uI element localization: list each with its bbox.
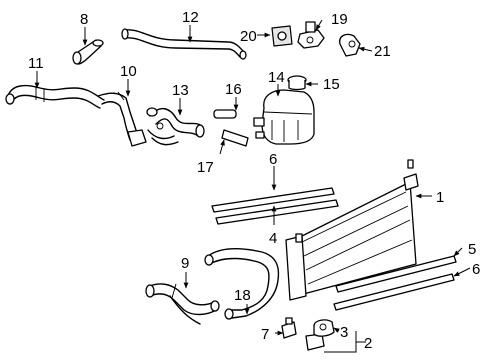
callout-8: 8: [80, 11, 88, 28]
water-outlet-21: [339, 33, 361, 57]
long-hose-18: [204, 248, 280, 320]
callout-16: 16: [225, 81, 242, 98]
upper-seal-6: [211, 187, 335, 213]
callout-6-lower: 6: [472, 261, 480, 278]
callout-13: 13: [172, 82, 189, 99]
small-hose-17: [221, 129, 249, 147]
gasket-20: [271, 25, 293, 47]
callout-labels: 1 2 3 4 5 6 6 7 8 9 10 11 12 13 14 15 16…: [28, 9, 480, 352]
callout-20: 20: [240, 28, 257, 45]
lower-seal-6: [333, 273, 455, 311]
callout-18: 18: [234, 287, 251, 304]
upper-hose-12: [121, 28, 247, 60]
thermostat-housing-19: [297, 21, 325, 49]
drain-plug-7: [281, 317, 297, 339]
callout-7: 7: [261, 326, 269, 343]
callout-6-upper: 6: [269, 151, 277, 168]
callout-9: 9: [181, 255, 189, 272]
callout-11: 11: [28, 55, 44, 72]
callout-14: 14: [268, 69, 285, 86]
callout-5: 5: [468, 241, 476, 258]
coolant-pipe-10: [97, 91, 147, 147]
lower-hose-9: [145, 283, 220, 325]
callout-19: 19: [331, 11, 348, 28]
lower-hose-11: [5, 84, 105, 109]
valve-3: [313, 319, 335, 337]
heater-hose-13: [146, 107, 205, 146]
leader-lines: [34, 19, 471, 353]
hose-elbow-8: [72, 39, 104, 65]
callout-15: 15: [323, 76, 340, 93]
callout-12: 12: [182, 9, 199, 26]
radiator-1: [285, 159, 419, 301]
callout-21: 21: [374, 43, 391, 60]
callout-4: 4: [269, 230, 277, 247]
callout-17: 17: [197, 159, 214, 176]
small-hose-16: [213, 109, 237, 119]
lower-seal-4: [215, 199, 339, 225]
lower-seal-5: [335, 255, 457, 293]
callout-3: 3: [340, 324, 348, 341]
callout-1: 1: [436, 189, 444, 206]
coolant-reservoir-14: [253, 75, 315, 145]
callout-2: 2: [364, 335, 372, 352]
callout-10: 10: [120, 63, 137, 80]
